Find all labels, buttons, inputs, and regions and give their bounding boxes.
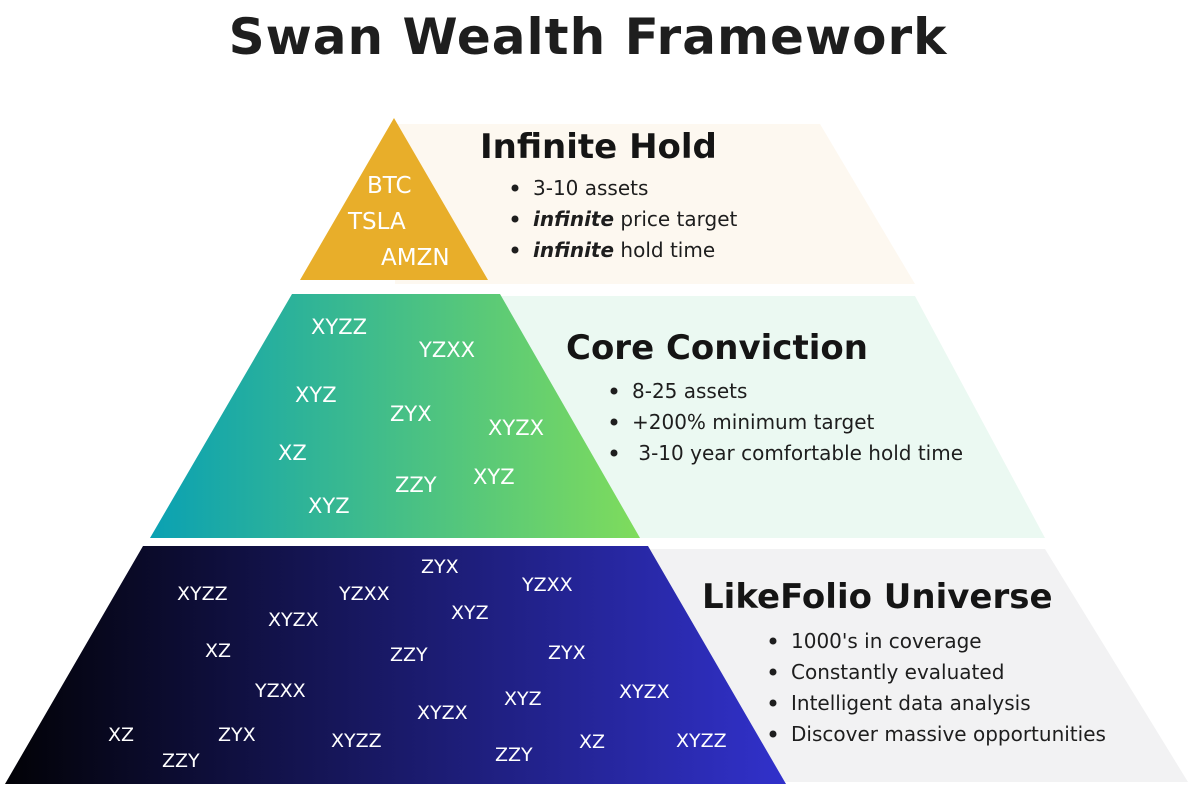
bullet-text: Constantly evaluated bbox=[791, 660, 1004, 684]
bullet-item: 3-10 assets bbox=[533, 176, 648, 200]
ticker-label: XZ bbox=[205, 640, 231, 662]
core-conviction-panel bbox=[490, 296, 1045, 538]
core-conviction-trapezoid bbox=[150, 294, 640, 538]
ticker-label: XYZ bbox=[504, 688, 542, 710]
ticker-label: XZ bbox=[278, 441, 307, 465]
ticker-label: ZZY bbox=[162, 750, 200, 772]
infinite-hold-title: Infinite Hold bbox=[480, 127, 717, 167]
bullet-item: Intelligent data analysis bbox=[791, 691, 1031, 715]
page-title: Swan Wealth Framework bbox=[228, 8, 948, 66]
bullet-item: infinite hold time bbox=[533, 238, 715, 262]
bullet-item: 3-10 year comfortable hold time bbox=[632, 441, 963, 465]
bullet-dot bbox=[511, 215, 519, 223]
bullet-item: Constantly evaluated bbox=[791, 660, 1004, 684]
ticker-label: XYZZ bbox=[676, 730, 727, 752]
bullet-dot bbox=[610, 449, 618, 457]
ticker-label: XYZX bbox=[488, 416, 544, 440]
bullet-item: infinite price target bbox=[533, 207, 738, 231]
infinite-hold-triangle bbox=[300, 118, 488, 280]
bullet-item: 1000's in coverage bbox=[791, 629, 982, 653]
core-conviction-tickers: XYZZ YZXX XYZ ZYX XYZX XZ ZZY XYZ XYZ bbox=[278, 315, 544, 518]
bullet-text: 3-10 year comfortable hold time bbox=[632, 441, 963, 465]
ticker-label: TSLA bbox=[347, 209, 406, 235]
ticker-label: ZZY bbox=[390, 644, 428, 666]
bullet-text: price target bbox=[614, 207, 737, 231]
bullet-dot bbox=[769, 699, 777, 707]
core-conviction-title: Core Conviction bbox=[566, 328, 868, 368]
ticker-label: YZXX bbox=[418, 338, 475, 362]
ticker-label: YZXX bbox=[254, 680, 306, 702]
ticker-label: XYZX bbox=[619, 681, 670, 703]
likefolio-universe-title: LikeFolio Universe bbox=[702, 577, 1053, 617]
ticker-label: YZXX bbox=[338, 583, 390, 605]
bullet-text: Discover massive opportunities bbox=[791, 722, 1106, 746]
ticker-label: ZYX bbox=[548, 642, 586, 664]
likefolio-universe-panel bbox=[640, 549, 1188, 782]
ticker-label: YZXX bbox=[521, 574, 573, 596]
bullet-dot bbox=[769, 668, 777, 676]
infinite-hold-tickers: BTC TSLA AMZN bbox=[347, 173, 450, 271]
bullet-item: Discover massive opportunities bbox=[791, 722, 1106, 746]
ticker-label: XZ bbox=[108, 724, 134, 746]
likefolio-universe-trapezoid bbox=[5, 546, 786, 784]
core-conviction-bullets: 8-25 assets +200% minimum target 3-10 yea… bbox=[610, 379, 963, 465]
bullet-emphasis: infinite bbox=[533, 238, 614, 262]
bullet-text: Intelligent data analysis bbox=[791, 691, 1031, 715]
ticker-label: XYZ bbox=[295, 383, 337, 407]
bullet-dot bbox=[769, 730, 777, 738]
ticker-label: AMZN bbox=[381, 245, 450, 271]
bullet-text: 8-25 assets bbox=[632, 379, 747, 403]
ticker-label: ZYX bbox=[390, 402, 432, 426]
ticker-label: XYZX bbox=[417, 702, 468, 724]
ticker-label: ZZY bbox=[495, 744, 533, 766]
bullet-text: hold time bbox=[614, 238, 715, 262]
ticker-label: XYZZ bbox=[177, 583, 228, 605]
tier-likefolio-universe: ZYX YZXX XYZZ YZXX XYZX XYZ XZ ZZY ZYX YZXX XYZ XYZ… bbox=[5, 546, 1188, 784]
likefolio-universe-tickers: ZYX YZXX XYZZ YZXX XYZX XYZ XZ ZZY ZYX YZXX XYZ XYZ… bbox=[108, 556, 727, 772]
ticker-label: XZ bbox=[579, 731, 605, 753]
bullet-dot bbox=[511, 246, 519, 254]
bullet-dot bbox=[511, 184, 519, 192]
ticker-label: ZYX bbox=[421, 556, 459, 578]
bullet-text: +200% minimum target bbox=[632, 410, 875, 434]
ticker-label: ZZY bbox=[395, 473, 437, 497]
bullet-dot bbox=[769, 637, 777, 645]
ticker-label: ZYX bbox=[218, 724, 256, 746]
bullet-dot bbox=[610, 418, 618, 426]
ticker-label: XYZ bbox=[451, 602, 489, 624]
ticker-label: XYZ bbox=[473, 465, 515, 489]
bullet-emphasis: infinite bbox=[533, 207, 614, 231]
bullet-item: 8-25 assets bbox=[632, 379, 747, 403]
bullet-dot bbox=[610, 387, 618, 395]
tier-core-conviction: XYZZ YZXX XYZ ZYX XYZX XZ ZZY XYZ XYZ Core Convi… bbox=[150, 294, 1045, 538]
infinite-hold-panel bbox=[395, 124, 915, 284]
ticker-label: XYZZ bbox=[311, 315, 367, 339]
ticker-label: XYZX bbox=[268, 609, 319, 631]
bullet-text: 1000's in coverage bbox=[791, 629, 982, 653]
ticker-label: XYZ bbox=[308, 494, 350, 518]
bullet-item: +200% minimum target bbox=[632, 410, 875, 434]
ticker-label: BTC bbox=[367, 173, 412, 199]
ticker-label: XYZZ bbox=[331, 730, 382, 752]
tier-infinite-hold: BTC TSLA AMZN Infinite Hold 3-10 assets inf… bbox=[300, 118, 915, 284]
bullet-text: 3-10 assets bbox=[533, 176, 648, 200]
